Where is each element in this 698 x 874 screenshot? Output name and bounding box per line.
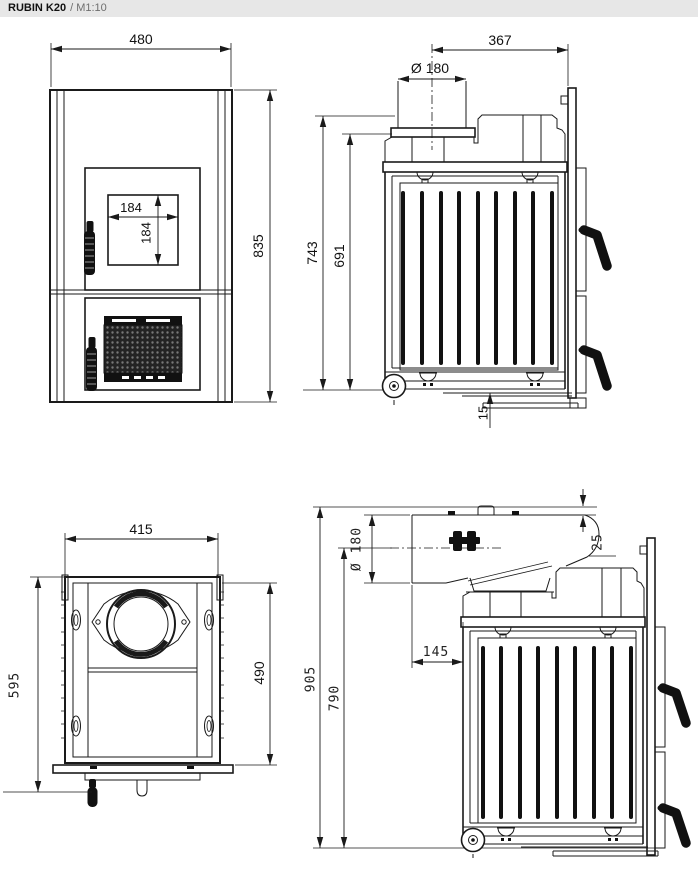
- model-name: RUBIN K20: [8, 2, 67, 14]
- chamber-cap: [477, 505, 495, 515]
- base-assembly: [385, 367, 579, 409]
- flue-collar: [390, 127, 476, 138]
- dimension-body-depth: 490: [222, 582, 277, 766]
- front-view: 480 835 184 184: [49, 31, 277, 403]
- dim-743: 743: [304, 241, 320, 265]
- dimension-base-clearance: 15: [476, 393, 494, 428]
- top-view-outline: [64, 576, 221, 764]
- dimension-flue-stub-length: 145: [411, 585, 464, 668]
- top-clip-left-rear: [492, 626, 514, 639]
- ribbed-body: [384, 172, 566, 389]
- dim-367: 367: [488, 32, 512, 48]
- top-clip-right: [519, 171, 541, 184]
- side-panel-edges: [56, 90, 226, 402]
- back-panel-hook-rear: [639, 545, 648, 555]
- latch-loop: [136, 780, 148, 797]
- dim-184-h: 184: [139, 222, 154, 244]
- inner-wall: [72, 582, 213, 758]
- side-rails: [87, 583, 198, 757]
- lower-door-handle: [86, 337, 97, 391]
- dimension-body-height-side: 691: [331, 133, 392, 390]
- top-casting-rear: [462, 567, 645, 617]
- dimension-flue-axis-to-back: 367: [432, 32, 569, 86]
- rail-ticks: [61, 591, 224, 739]
- dimension-overall-height: 835: [234, 89, 277, 403]
- back-panel: [567, 87, 577, 399]
- dim-415: 415: [129, 521, 153, 537]
- dimension-top-clearance: 25: [579, 489, 616, 557]
- cooling-ribs-rear: [481, 646, 633, 819]
- side-view-vertical-flue: 367 Ø 180: [303, 32, 612, 428]
- dim-480: 480: [129, 31, 153, 47]
- top-clip-left: [414, 171, 436, 184]
- dimension-glass-width: 184: [108, 200, 178, 221]
- door-top-edge: [84, 772, 201, 781]
- dim-184-w: 184: [120, 200, 142, 215]
- back-panel-rear: [646, 537, 656, 856]
- dimension-overall-depth: 595: [3, 576, 92, 793]
- hinge-bosses: [71, 609, 214, 737]
- chamber-divider: [88, 667, 197, 673]
- front-plate: [52, 764, 234, 774]
- dimension-overall-height-rear: 905: [304, 507, 324, 848]
- dimension-top-width: 415: [64, 521, 219, 577]
- top-view: 415: [3, 521, 277, 807]
- lower-door-handle-rear: [658, 803, 691, 848]
- rear-flue-chamber: [390, 505, 600, 593]
- lower-door: [84, 297, 201, 391]
- dim-691: 691: [331, 244, 347, 268]
- back-panel-foot: [569, 397, 587, 409]
- upper-door-handle-rear: [658, 683, 691, 728]
- dimension-flue-axis-height: 790: [328, 547, 392, 848]
- ribbed-body-rear: [462, 627, 644, 844]
- door-handle-top-view: [87, 779, 98, 807]
- side-view-rear-flue: Ø 180 25 145 905 79: [304, 489, 691, 858]
- top-plate: [382, 161, 568, 173]
- dim-145: 145: [423, 645, 449, 660]
- back-panel-hook: [560, 95, 569, 105]
- dim-905: 905: [304, 666, 319, 692]
- dim-490: 490: [251, 661, 267, 685]
- lower-door-edge: [575, 295, 587, 394]
- title-bar: RUBIN K20 / M1:10: [0, 0, 698, 17]
- dimension-glass-height: 184: [139, 195, 162, 265]
- stove-front-outline: [49, 89, 233, 403]
- lower-door-handle-side: [579, 345, 612, 391]
- scale-label: / M1:10: [70, 2, 107, 14]
- top-clip-right-rear: [597, 626, 619, 639]
- top-plate-rear: [460, 616, 646, 628]
- front-wheel-rear-view: [460, 827, 486, 858]
- top-casting: [384, 114, 566, 162]
- dim-595: 595: [8, 672, 23, 698]
- dimension-overall-height-side: 743: [303, 115, 395, 391]
- dim-d180-top: Ø 180: [411, 60, 449, 76]
- dim-835: 835: [250, 234, 266, 258]
- dim-25: 25: [591, 533, 606, 551]
- dim-15: 15: [476, 406, 491, 420]
- front-wheel: [381, 373, 407, 405]
- dim-d180-rear: Ø 180: [350, 527, 365, 571]
- cooling-ribs: [401, 191, 554, 365]
- dimension-overall-width: 480: [50, 31, 232, 87]
- upper-door-handle: [84, 221, 95, 275]
- upper-door-handle-side: [579, 225, 612, 271]
- dim-790: 790: [328, 685, 343, 711]
- base-assembly-rear: [463, 822, 659, 857]
- dimension-flue-diameter-top: Ø 180: [398, 60, 466, 83]
- dimension-flue-diameter-rear: Ø 180: [350, 514, 410, 584]
- glass-window: [107, 194, 179, 266]
- lower-door-edge-rear: [654, 751, 666, 849]
- mesh-grille: [103, 316, 183, 382]
- upper-door: [84, 167, 201, 291]
- flue-collar-flange: [91, 589, 191, 659]
- flange-bolts: [449, 531, 480, 551]
